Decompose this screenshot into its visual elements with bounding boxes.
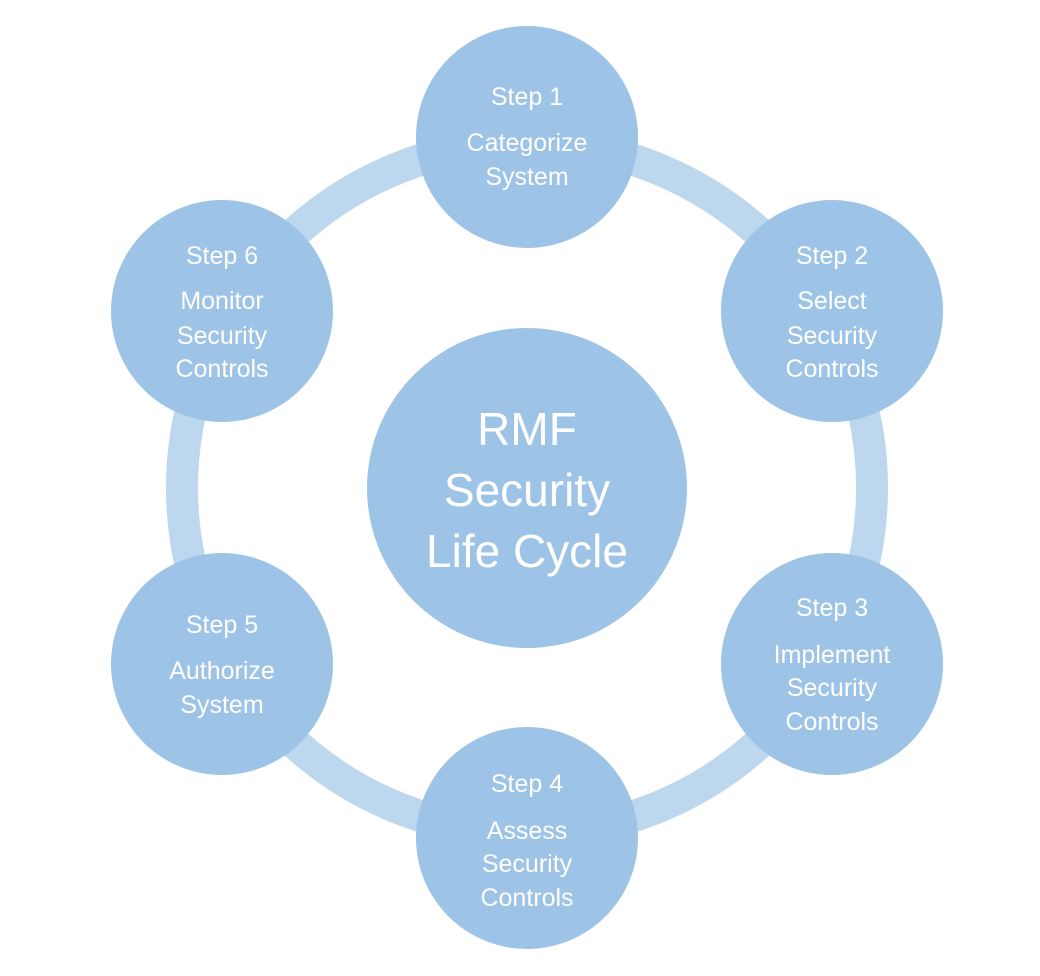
- step-1-text-line-1: Categorize: [467, 129, 588, 157]
- step-4-circle: [416, 727, 638, 949]
- step-2-node: Step 2 Select Security Controls: [721, 200, 943, 422]
- step-3-text-line-2: Security: [787, 674, 878, 702]
- step-6-node: Step 6 Monitor Security Controls: [111, 200, 333, 422]
- center-circle: [367, 328, 687, 648]
- step-4-text-line-2: Security: [482, 850, 573, 878]
- step-6-text-line-1: Monitor: [180, 287, 263, 315]
- center-title-line-3: Life Cycle: [426, 525, 628, 577]
- step-3-circle: [721, 553, 943, 775]
- step-6-text-line-2: Security: [177, 322, 268, 350]
- step-5-text-line-2: System: [180, 691, 263, 719]
- step-2-text-line-1: Select: [797, 287, 867, 315]
- center-title-line-1: RMF: [477, 403, 577, 455]
- step-6-text-line-3: Controls: [175, 355, 268, 383]
- step-1-circle: [416, 26, 638, 248]
- step-2-circle: [721, 200, 943, 422]
- step-5-node: Step 5 Authorize System: [111, 553, 333, 775]
- step-4-label: Step 4: [491, 770, 563, 798]
- center-title-line-2: Security: [444, 464, 610, 516]
- step-3-label: Step 3: [796, 594, 868, 622]
- step-4-text-line-1: Assess: [487, 817, 568, 845]
- step-1-node: Step 1 Categorize System: [416, 26, 638, 248]
- step-5-circle: [111, 553, 333, 775]
- step-6-label: Step 6: [186, 242, 258, 270]
- step-5-label: Step 5: [186, 611, 258, 639]
- step-4-text-line-3: Controls: [480, 884, 573, 912]
- step-1-label: Step 1: [491, 83, 563, 111]
- step-6-circle: [111, 200, 333, 422]
- step-1-text-line-2: System: [485, 163, 568, 191]
- step-3-text-line-3: Controls: [785, 708, 878, 736]
- center-node: RMF Security Life Cycle: [367, 328, 687, 648]
- step-2-text-line-2: Security: [787, 322, 878, 350]
- step-3-text-line-1: Implement: [774, 641, 891, 669]
- step-2-text-line-3: Controls: [785, 355, 878, 383]
- step-2-label: Step 2: [796, 242, 868, 270]
- step-5-text-line-1: Authorize: [169, 657, 275, 685]
- step-3-node: Step 3 Implement Security Controls: [721, 553, 943, 775]
- step-4-node: Step 4 Assess Security Controls: [416, 727, 638, 949]
